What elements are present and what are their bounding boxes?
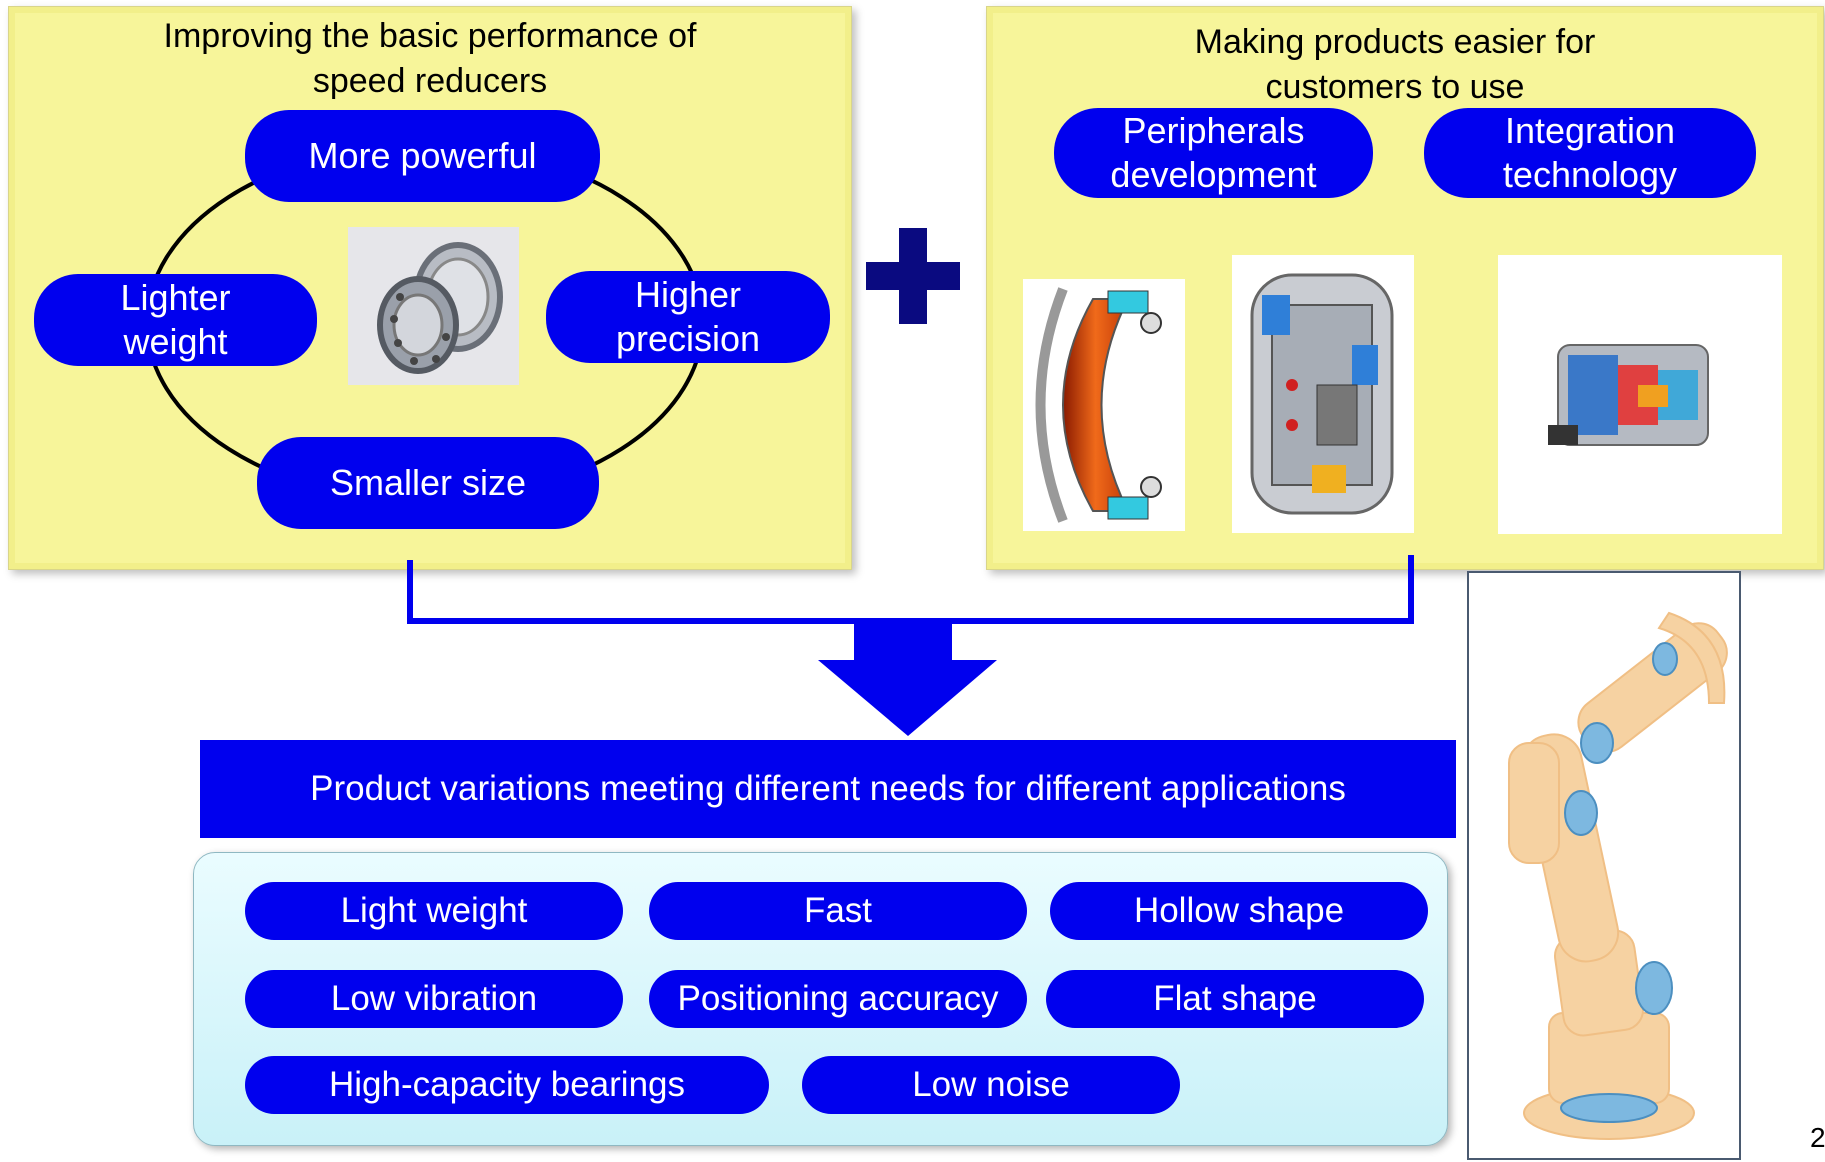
peripherals-development-label: Peripherals development xyxy=(1054,108,1373,198)
reducer-cutaway-image xyxy=(1232,255,1414,533)
tag-hollow-shape: Hollow shape xyxy=(1050,882,1428,940)
tag-light-weight: Light weight xyxy=(245,882,623,940)
tag-positioning-accuracy: Positioning accuracy xyxy=(649,970,1027,1028)
tag-low-noise: Low noise xyxy=(802,1056,1180,1114)
bearing-cross-section-image xyxy=(1023,279,1185,531)
integration-technology-label: Integration technology xyxy=(1424,108,1756,198)
connector-lines xyxy=(407,555,1414,736)
tag-high-capacity-bearings: High-capacity bearings xyxy=(245,1056,769,1114)
higher-precision-label: Higher precision xyxy=(546,271,830,363)
plus-icon xyxy=(866,228,960,324)
smaller-size-label: Smaller size xyxy=(257,437,599,529)
left-panel-title: Improving the basic performance of speed… xyxy=(163,17,697,100)
more-powerful-label: More powerful xyxy=(245,110,600,202)
robot-image xyxy=(1467,571,1741,1160)
integrated-actuator-image xyxy=(1498,255,1782,534)
lighter-weight-label: Lighter weight xyxy=(34,274,317,366)
result-banner: Product variations meeting different nee… xyxy=(200,740,1456,838)
page-number: 2 xyxy=(1810,1122,1825,1153)
tag-fast: Fast xyxy=(649,882,1027,940)
tag-low-vibration: Low vibration xyxy=(245,970,623,1028)
tag-flat-shape: Flat shape xyxy=(1046,970,1424,1028)
right-panel-title: Making products easier for customers to … xyxy=(1194,23,1596,106)
speed-reducer-image xyxy=(348,227,519,385)
